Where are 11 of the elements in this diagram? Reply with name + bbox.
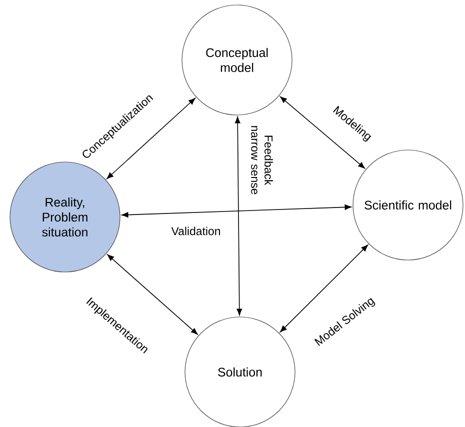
edge-label: Validation — [170, 226, 222, 236]
circle-node: Conceptual model — [182, 4, 292, 116]
arrow — [107, 254, 198, 335]
arrow — [280, 244, 368, 332]
arrow — [280, 96, 365, 169]
arrow — [234, 116, 242, 316]
circle-node: Reality, Problem situation — [10, 162, 120, 272]
circle-node: Scientific model — [352, 150, 464, 260]
edge-label: Feedback narrow sense — [250, 119, 274, 201]
arrow — [106, 98, 196, 179]
arrow — [122, 204, 352, 218]
